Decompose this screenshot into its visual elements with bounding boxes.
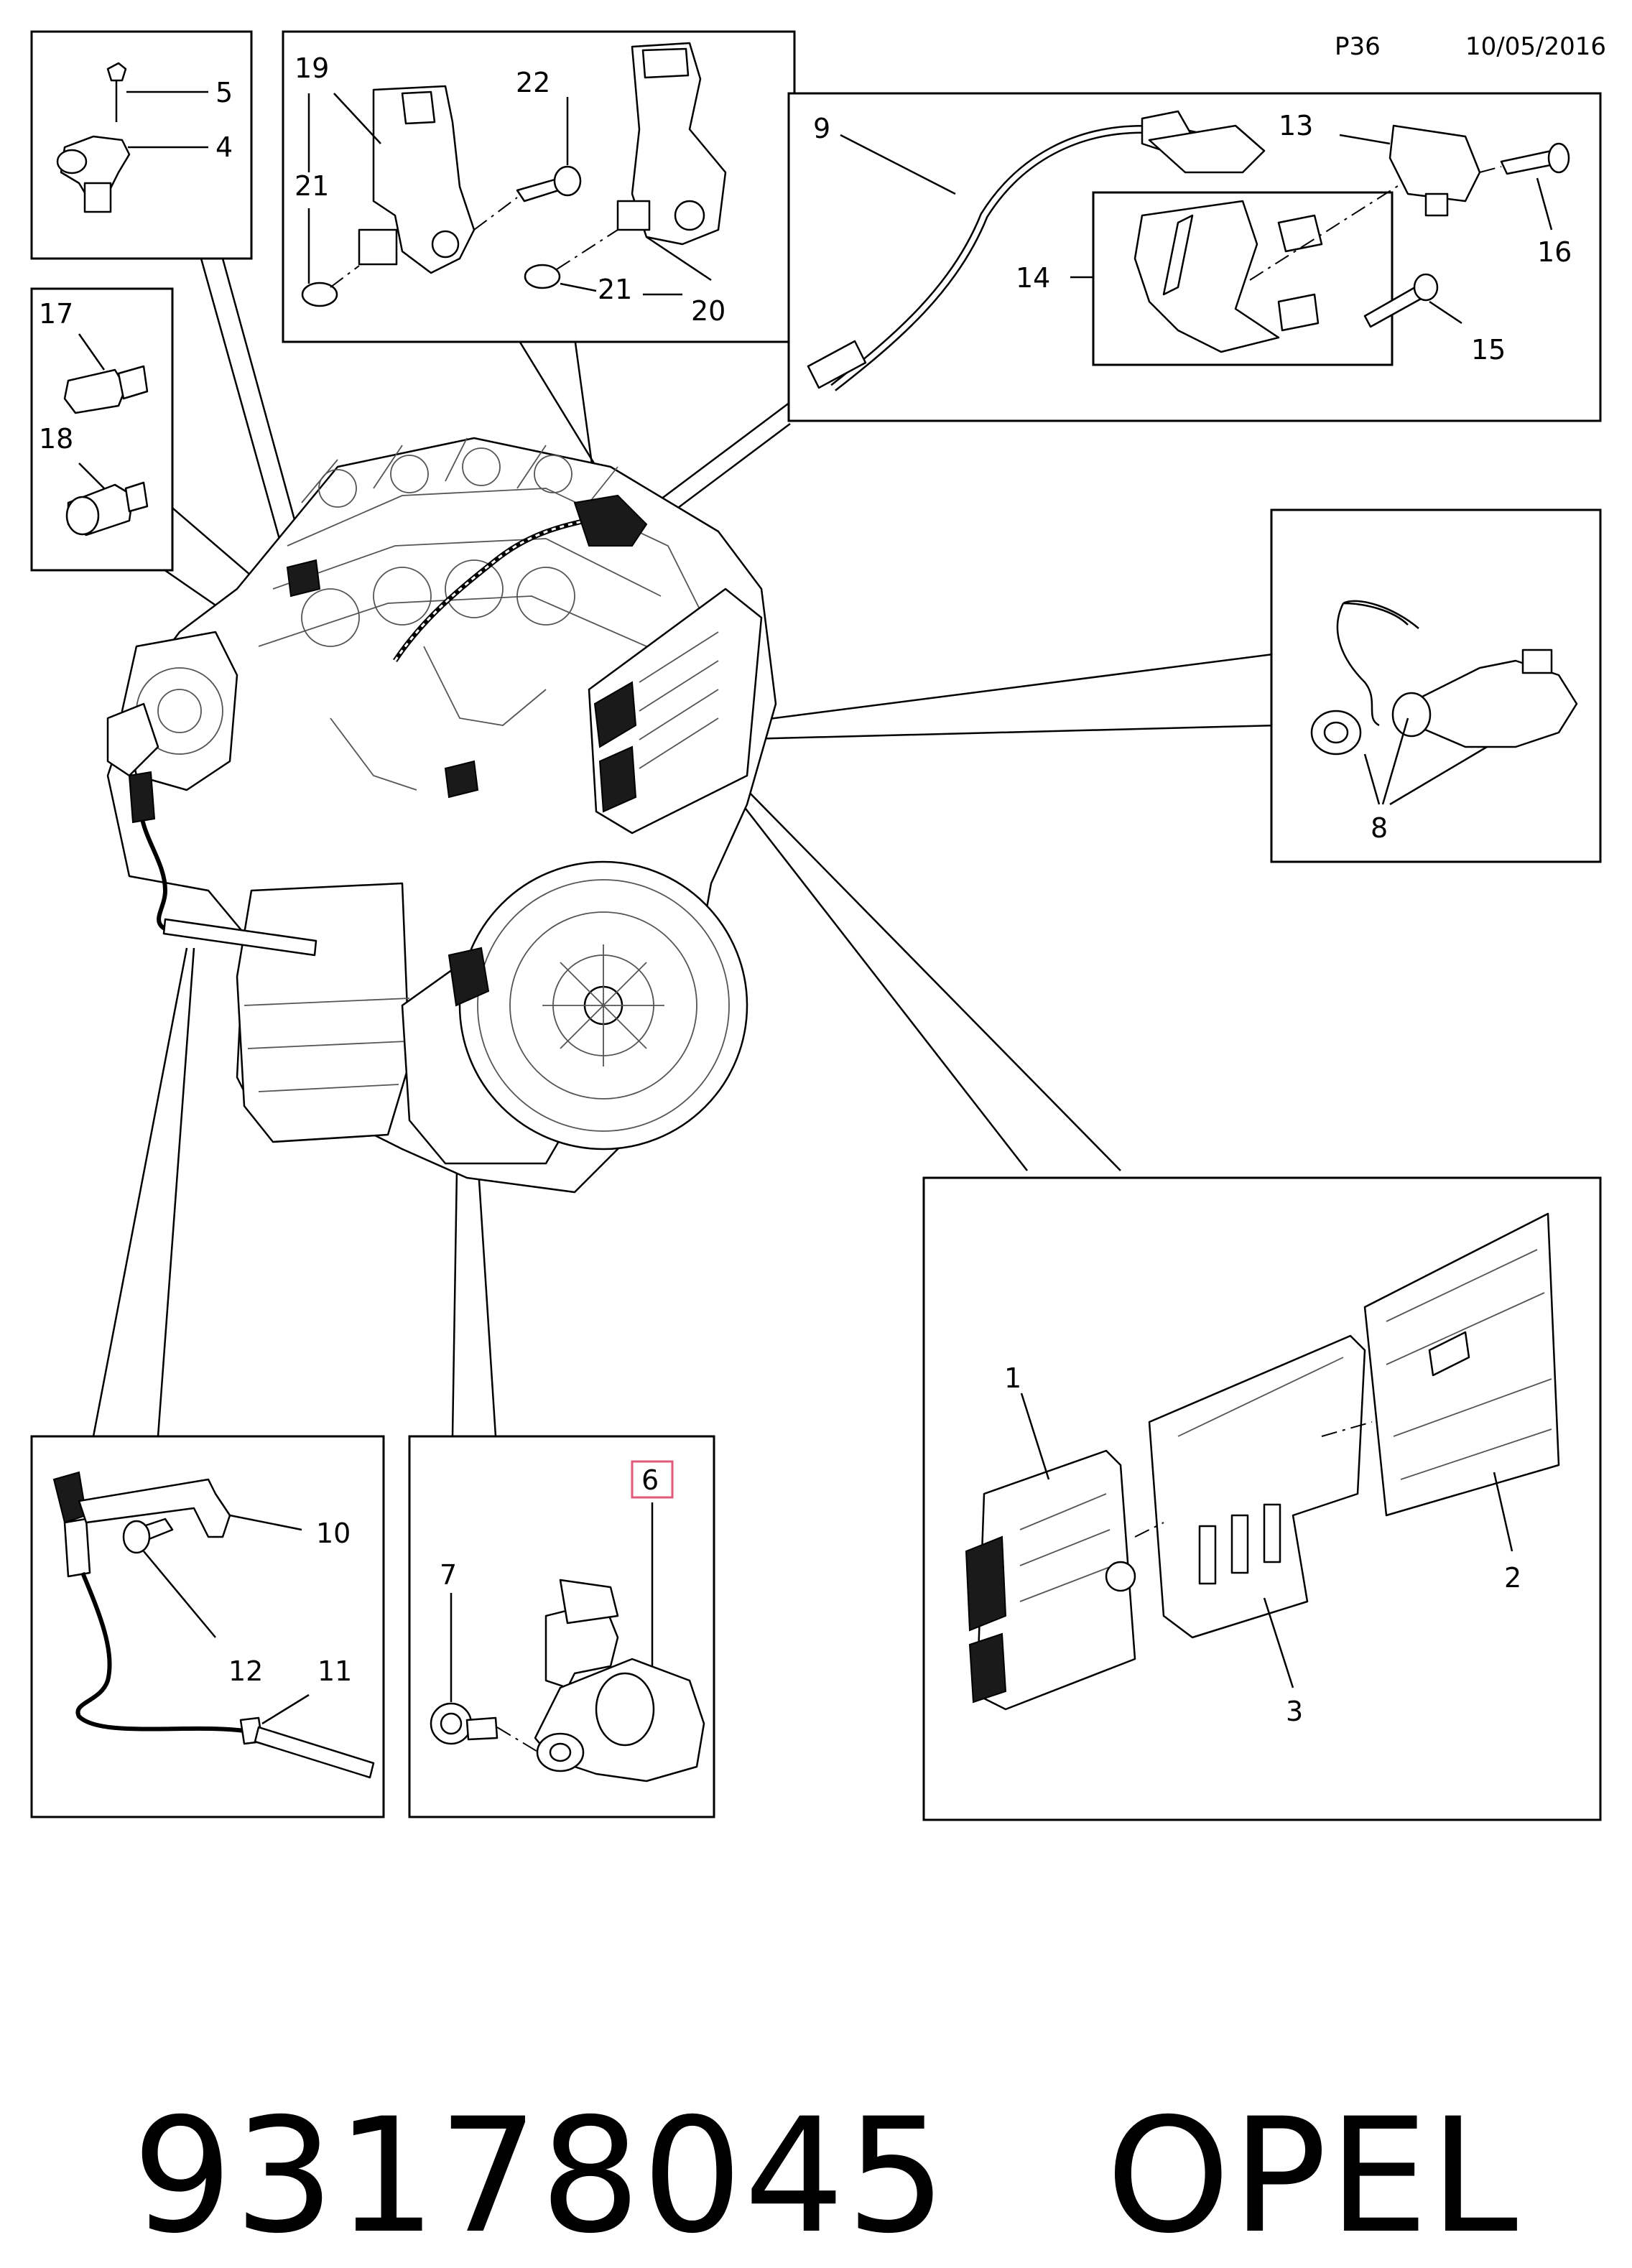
callout-13: 13: [1279, 110, 1313, 141]
detail-box-cam-sensor: 5 4: [30, 30, 253, 260]
callout-21b: 21: [598, 274, 632, 305]
engine-illustration: [106, 437, 777, 1194]
callout-19: 19: [295, 52, 329, 84]
parts-diagram: P36 10/05/2016: [30, 30, 1606, 1821]
callout-5: 5: [215, 77, 233, 108]
callout-20: 20: [691, 295, 725, 327]
callout-3: 3: [1286, 1696, 1303, 1727]
callout-6-highlight: [631, 1460, 674, 1499]
callout-9: 9: [813, 113, 830, 144]
callout-14: 14: [1016, 262, 1050, 294]
page-code: P36: [1335, 32, 1381, 61]
page-date: 10/05/2016: [1465, 32, 1606, 61]
callout-15: 15: [1471, 334, 1506, 366]
callout-4: 4: [215, 131, 233, 163]
detail-box-valve: 8: [1270, 508, 1602, 863]
detail-box-lambda-sensor: 9 13 14 16 15: [787, 92, 1602, 422]
detail-box-map-sensors: 19 21 22 21 20: [282, 30, 796, 343]
callout-1: 1: [1004, 1362, 1021, 1394]
callout-7: 7: [440, 1559, 457, 1591]
callout-10: 10: [316, 1518, 351, 1549]
callout-22: 22: [516, 67, 550, 98]
leader-lines: [92, 258, 1279, 1437]
detail-box-exhaust-sensor: 10 12 11: [30, 1435, 385, 1818]
callout-12: 12: [228, 1655, 263, 1687]
detail-box-ecu: 1 3 2: [922, 1176, 1602, 1821]
callout-11: 11: [317, 1655, 352, 1687]
callout-6: 6: [641, 1464, 659, 1496]
part-number: 93178045: [131, 2084, 948, 2268]
detail-box-temp-sensors: 17 18: [30, 287, 174, 572]
callout-18: 18: [39, 423, 73, 455]
callout-21a: 21: [295, 170, 329, 202]
callout-16: 16: [1537, 236, 1572, 268]
brand-name: OPEL: [1105, 2084, 1520, 2268]
callout-8: 8: [1371, 812, 1388, 844]
callout-17: 17: [39, 298, 73, 330]
detail-box-crank-sensor: 6 7: [408, 1435, 715, 1818]
callout-2: 2: [1504, 1562, 1521, 1594]
